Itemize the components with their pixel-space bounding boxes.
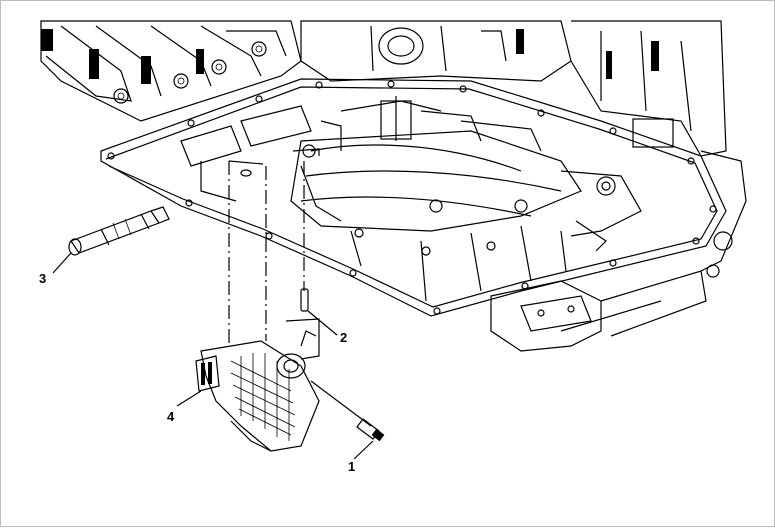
module-part-4	[176, 330, 320, 452]
flange-bolt-holes	[107, 80, 717, 315]
bolt-part-1	[310, 380, 385, 460]
oil-pan-flange	[100, 78, 727, 317]
stud-part-3	[52, 206, 170, 274]
engine-block-upper-right	[300, 20, 747, 278]
engine-block-upper	[40, 20, 302, 122]
callout-2: 2	[340, 330, 347, 345]
callout-1: 1	[348, 459, 355, 474]
callout-4: 4	[167, 409, 175, 424]
callout-3: 3	[39, 271, 46, 286]
crankcase-interior	[180, 96, 642, 302]
pin-part-2	[300, 288, 338, 336]
lower-right-bracket	[490, 270, 707, 352]
assembly-guide-lines	[228, 148, 320, 360]
